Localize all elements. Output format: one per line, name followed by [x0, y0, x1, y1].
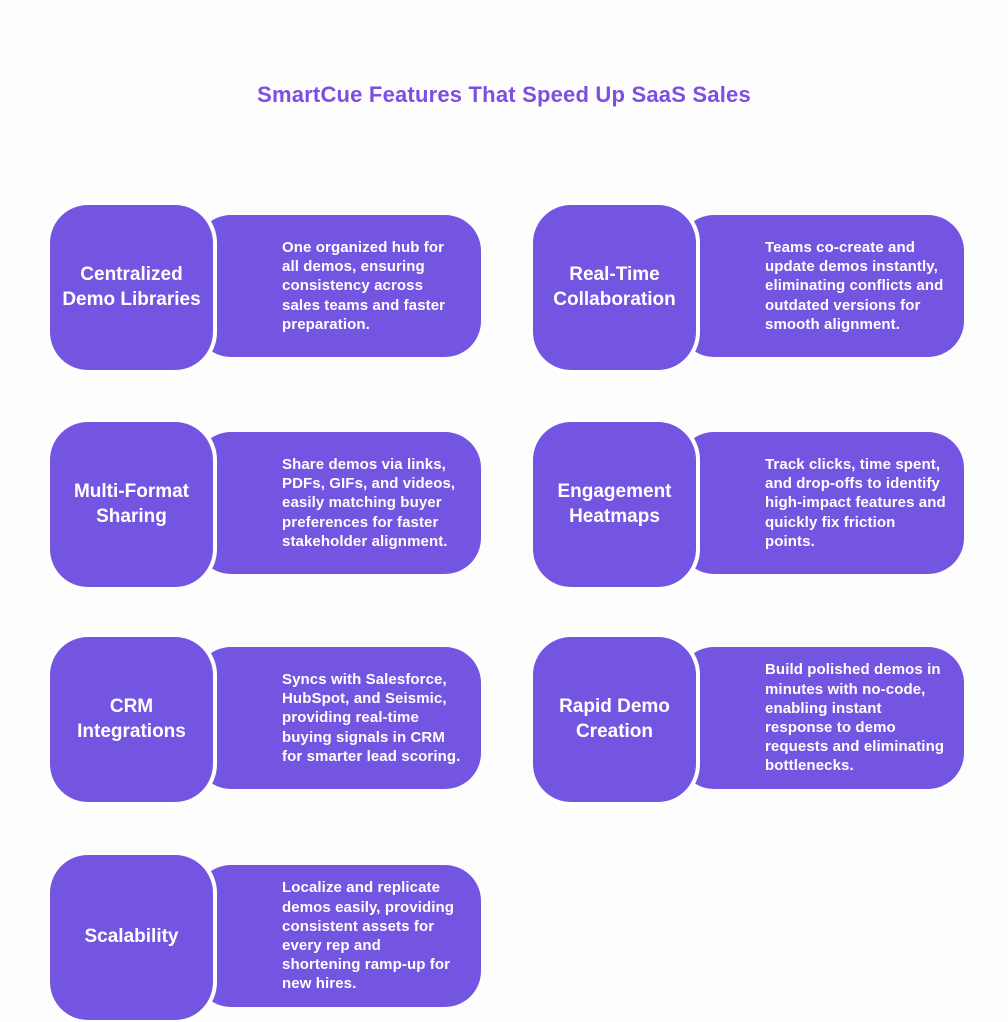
feature-card-rapid-demo-creation: Build polished demos in minutes with no-…	[533, 637, 964, 802]
feature-title-box: Scalability	[50, 855, 213, 1020]
feature-description: Build polished demos in minutes with no-…	[765, 661, 945, 775]
feature-title-box: Real-Time Collaboration	[533, 205, 696, 370]
feature-card-centralized-demo-libraries: One organized hub for all demos, ensurin…	[50, 205, 481, 370]
feature-description: Track clicks, time spent, and drop-offs …	[765, 456, 946, 550]
feature-description: One organized hub for all demos, ensurin…	[282, 239, 446, 333]
feature-title-box: Multi-Format Sharing	[50, 422, 213, 587]
feature-title: Engagement Heatmaps	[557, 481, 672, 527]
feature-title: Centralized Demo Libraries	[62, 264, 201, 310]
feature-card-multi-format-sharing: Share demos via links, PDFs, GIFs, and v…	[50, 422, 481, 587]
feature-title: CRM Integrations	[77, 696, 186, 742]
feature-title-box: Centralized Demo Libraries	[50, 205, 213, 370]
feature-description: Share demos via links, PDFs, GIFs, and v…	[282, 456, 456, 550]
feature-description-box: Share demos via links, PDFs, GIFs, and v…	[195, 432, 481, 574]
feature-description-box: Syncs with Salesforce, HubSpot, and Seis…	[195, 647, 481, 789]
feature-title: Rapid Demo Creation	[559, 696, 670, 742]
feature-description-box: One organized hub for all demos, ensurin…	[195, 215, 481, 357]
feature-description: Teams co-create and update demos instant…	[765, 239, 944, 333]
feature-description: Localize and replicate demos easily, pro…	[282, 879, 455, 993]
feature-title-box: CRM Integrations	[50, 637, 213, 802]
page-title: SmartCue Features That Speed Up SaaS Sal…	[257, 82, 751, 107]
feature-description-box: Teams co-create and update demos instant…	[678, 215, 964, 357]
feature-description: Syncs with Salesforce, HubSpot, and Seis…	[282, 671, 461, 765]
feature-description-box: Track clicks, time spent, and drop-offs …	[678, 432, 964, 574]
feature-title-box: Engagement Heatmaps	[533, 422, 696, 587]
feature-description-box: Build polished demos in minutes with no-…	[678, 647, 964, 789]
feature-title: Multi-Format Sharing	[73, 481, 190, 527]
feature-card-crm-integrations: Syncs with Salesforce, HubSpot, and Seis…	[50, 637, 481, 802]
feature-description-box: Localize and replicate demos easily, pro…	[195, 865, 481, 1007]
feature-title-box: Rapid Demo Creation	[533, 637, 696, 802]
feature-card-scalability: Localize and replicate demos easily, pro…	[50, 855, 481, 1020]
feature-card-engagement-heatmaps: Track clicks, time spent, and drop-offs …	[533, 422, 964, 587]
feature-title: Real-Time Collaboration	[553, 264, 676, 310]
feature-title: Scalability	[84, 926, 179, 948]
feature-card-real-time-collaboration: Teams co-create and update demos instant…	[533, 205, 964, 370]
